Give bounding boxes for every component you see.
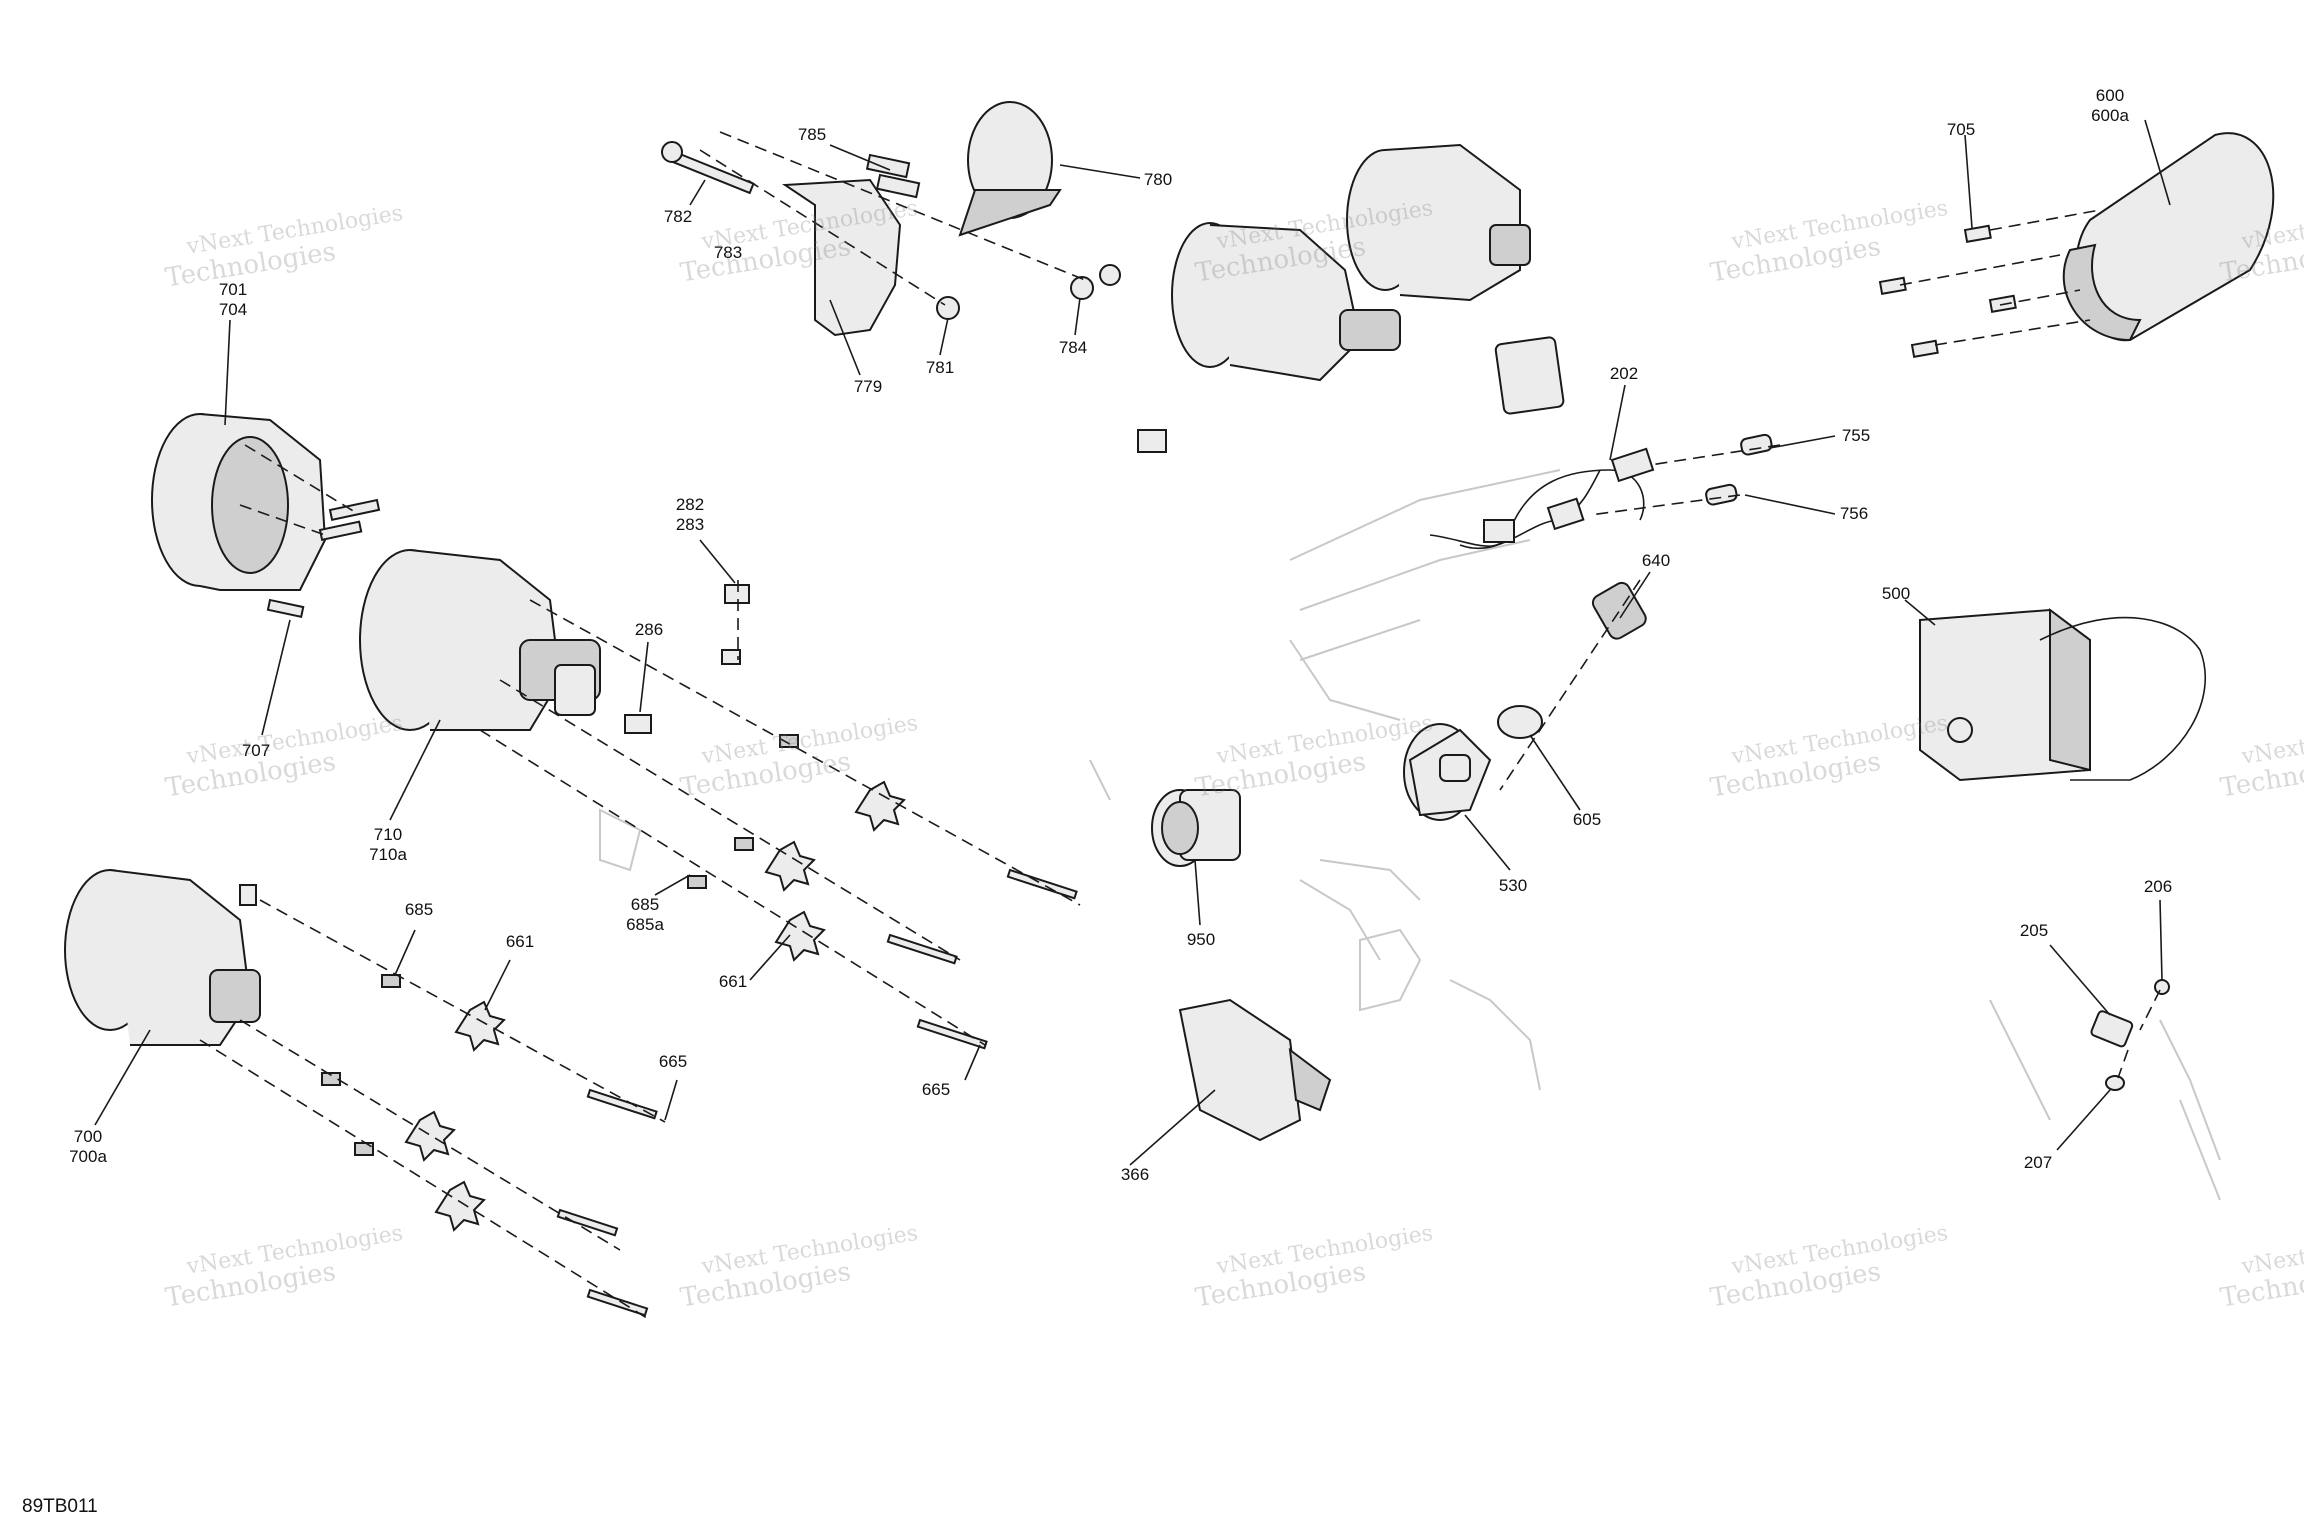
callout-500: 500	[1881, 584, 1911, 603]
leader-lines	[94, 119, 2171, 1166]
callout-665b: 665	[921, 1080, 951, 1099]
ignition-switch-950	[1151, 789, 1241, 867]
callout-530: 530	[1498, 876, 1528, 895]
callout-640: 640	[1641, 551, 1671, 570]
horn-and-bracket	[661, 101, 1121, 337]
callout-661: 661	[505, 932, 535, 951]
callout-366: 366	[1120, 1165, 1150, 1184]
callout-756: 756	[1839, 504, 1869, 523]
callout-685: 685	[404, 900, 434, 919]
callout-665: 665	[658, 1052, 688, 1071]
callout-785: 785	[797, 125, 827, 144]
adjuster-hardware	[321, 734, 1078, 1317]
callout-286: 286	[634, 620, 664, 639]
wiring-harness-202	[1429, 433, 1773, 550]
headlight-assembly-700	[64, 869, 261, 1046]
callout-206: 206	[2143, 877, 2173, 896]
callout-707: 707	[241, 741, 271, 760]
callout-950: 950	[1186, 930, 1216, 949]
callout-605: 605	[1572, 810, 1602, 829]
vehicle-frame-ghost	[599, 469, 2221, 1201]
callout-207: 207	[2023, 1153, 2053, 1172]
callout-782: 782	[663, 207, 693, 226]
drawing-reference-code: 89TB011	[22, 1496, 98, 1517]
assembly-axis-lines	[199, 131, 2161, 1321]
headlight-housing-701	[151, 413, 381, 619]
callout-705: 705	[1946, 120, 1976, 139]
switch-and-socket-parts	[1403, 581, 1647, 821]
headlight-assembly-710	[359, 549, 750, 734]
callout-784: 784	[1058, 338, 1088, 357]
junction-box-500	[1919, 608, 2206, 782]
callout-783: 783	[713, 243, 743, 262]
callout-780: 780	[1143, 170, 1173, 189]
electronic-module-366	[1178, 998, 1332, 1142]
callout-779: 779	[853, 377, 883, 396]
callout-755: 755	[1841, 426, 1871, 445]
callout-781: 781	[925, 358, 955, 377]
central-lamp-cluster	[1137, 143, 1565, 453]
callout-202: 202	[1609, 364, 1639, 383]
clip-parts-205	[2090, 979, 2170, 1091]
callout-661b: 661	[718, 972, 748, 991]
rear-light-600	[1878, 132, 2275, 358]
callout-205: 205	[2019, 921, 2049, 940]
